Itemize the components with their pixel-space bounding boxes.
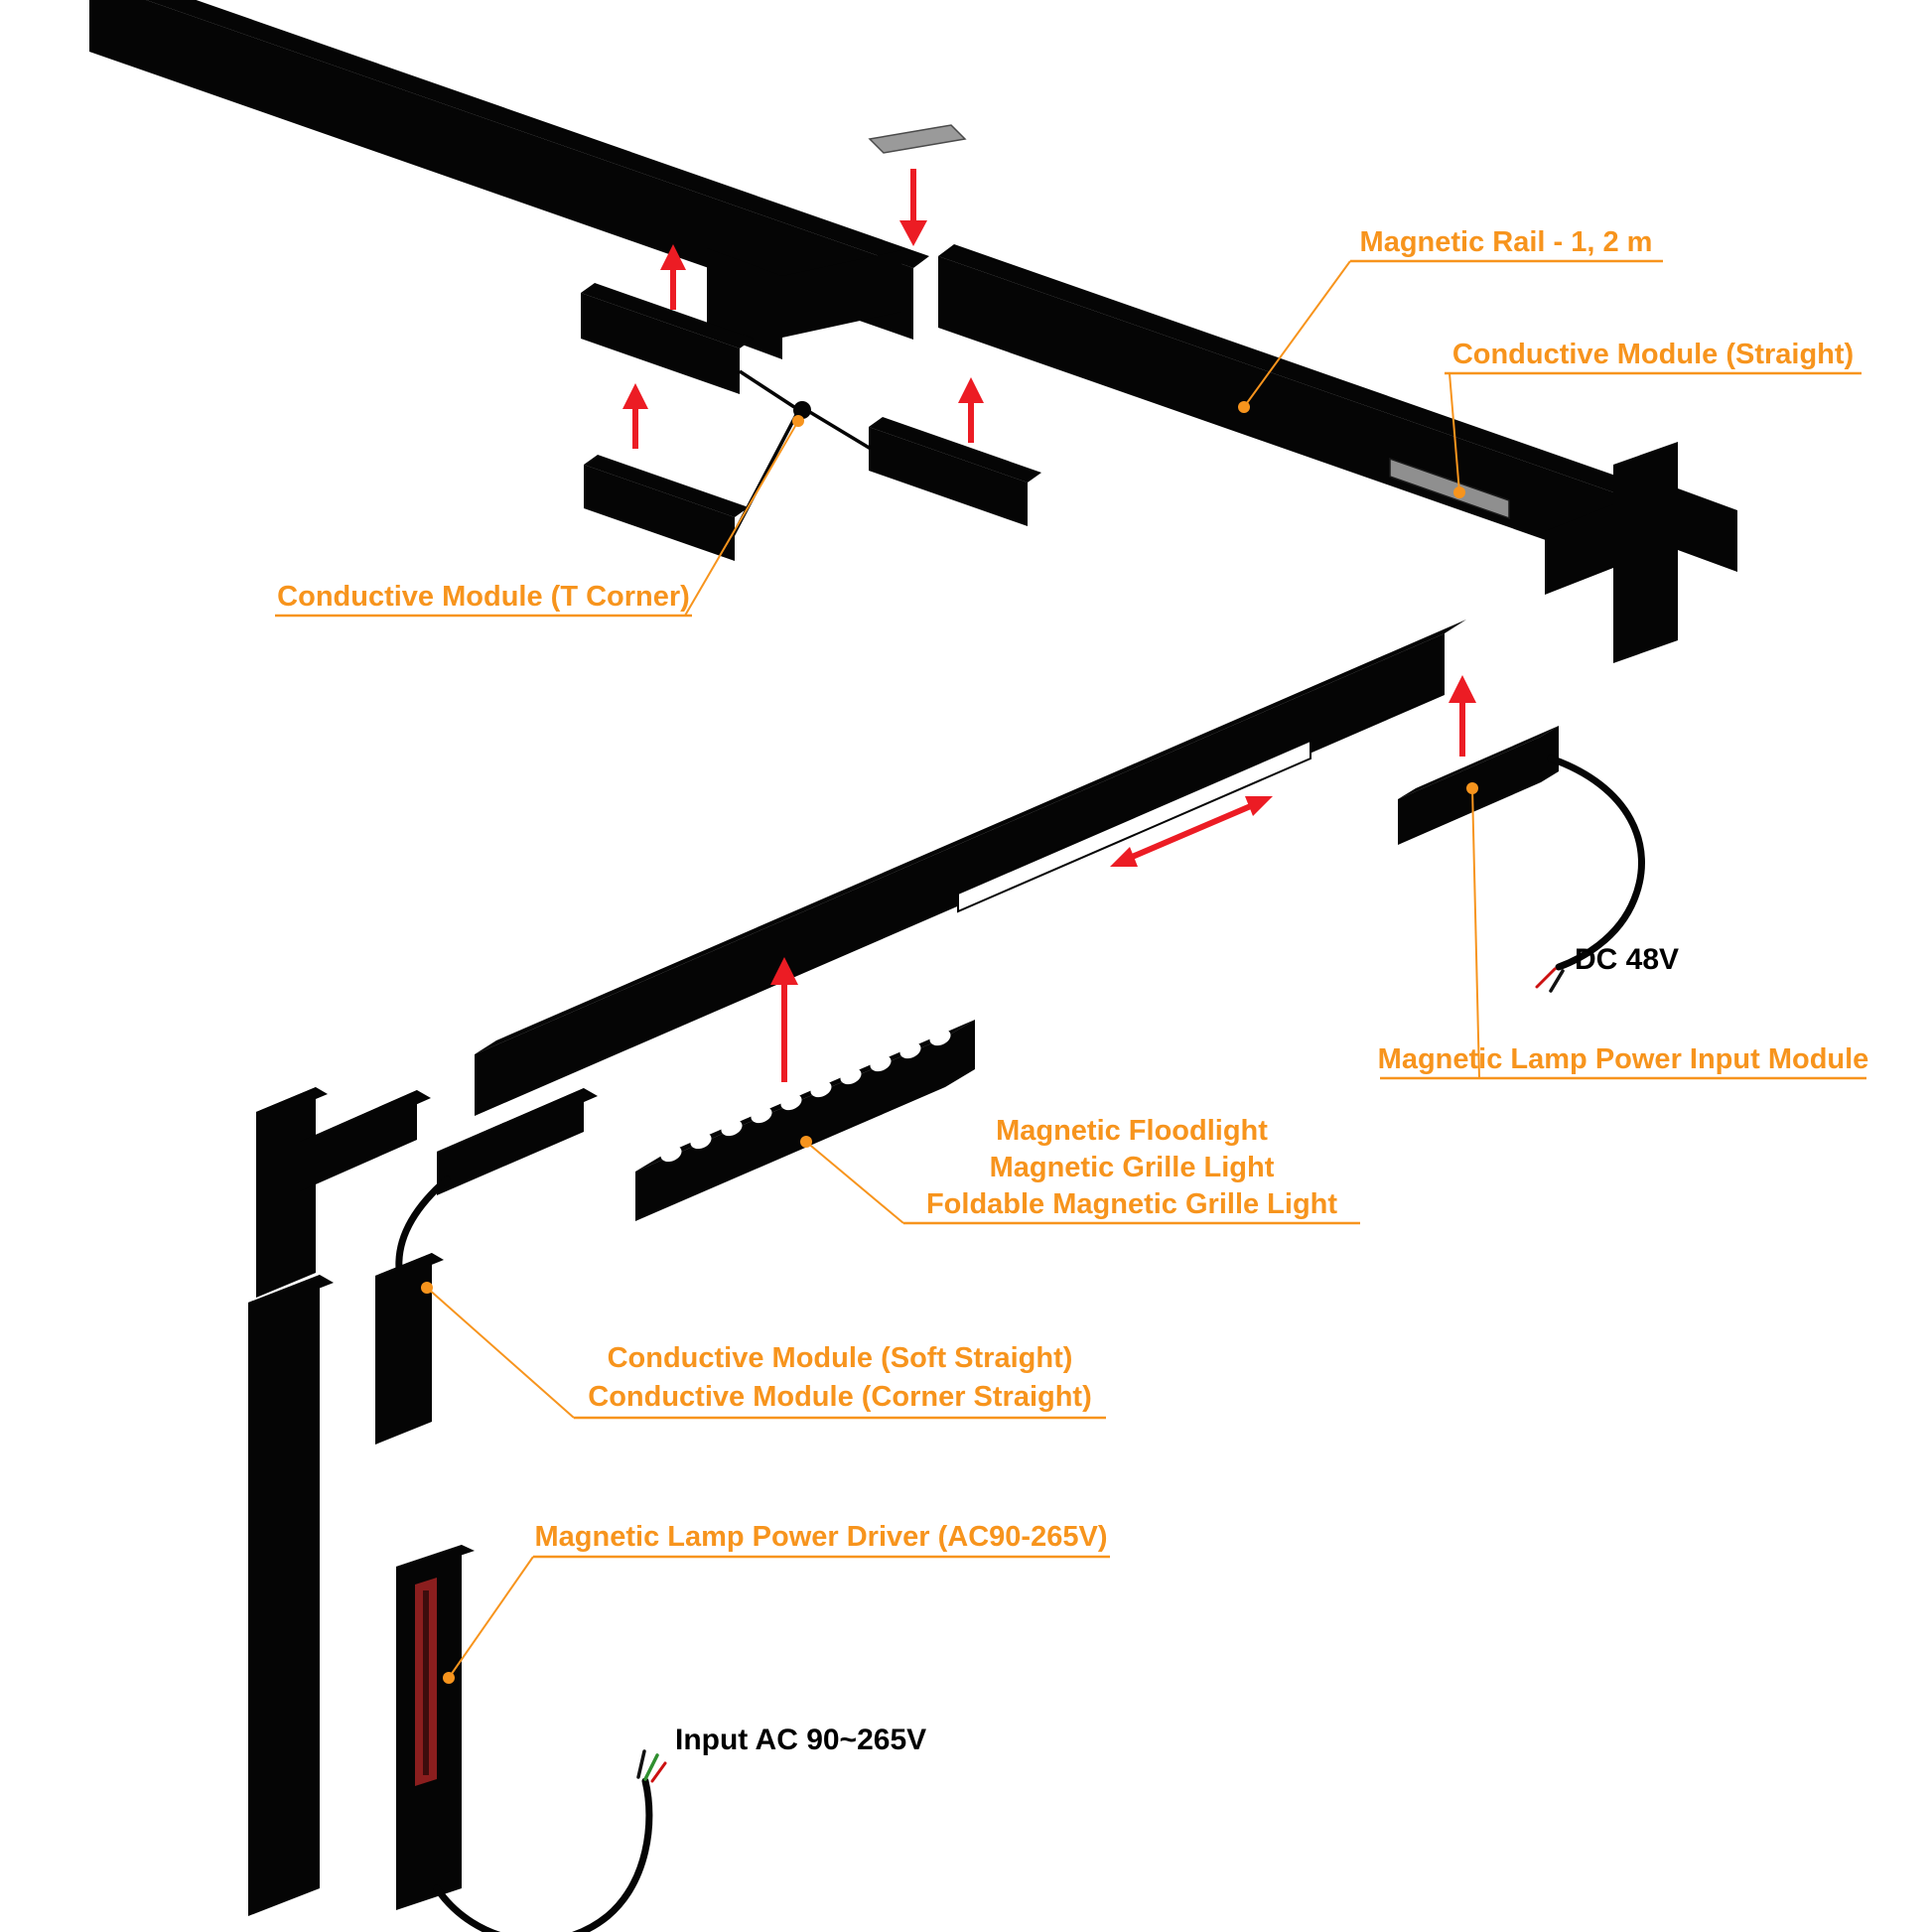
label-ac-input: Input AC 90~265V bbox=[675, 1724, 927, 1756]
magnetic-rail-vertical bbox=[248, 1275, 334, 1916]
callout-lines bbox=[275, 259, 1866, 1684]
label-conductive-module-soft-straight: Conductive Module (Soft Straight) bbox=[607, 1342, 1073, 1374]
label-conductive-module-corner-straight: Conductive Module (Corner Straight) bbox=[588, 1381, 1092, 1413]
label-conductive-soft: Conductive Module (Soft Straight) Conduc… bbox=[588, 1339, 1092, 1417]
label-magnetic-rail: Magnetic Rail - 1, 2 m bbox=[1359, 226, 1653, 258]
arrow-up-icon bbox=[1449, 675, 1476, 757]
magnetic-rail-middle bbox=[475, 620, 1466, 1116]
corner-connector bbox=[256, 1087, 431, 1298]
mount-plate bbox=[868, 124, 967, 154]
label-conductive-module-t-corner: Conductive Module (T Corner) bbox=[277, 581, 690, 613]
label-magnetic-floodlight: Magnetic Floodlight bbox=[996, 1115, 1268, 1147]
magnetic-grille-light bbox=[635, 1020, 975, 1221]
arrow-up-icon bbox=[660, 244, 686, 310]
label-magnetic-grille-light: Magnetic Grille Light bbox=[989, 1152, 1275, 1183]
label-dc-voltage: DC 48V bbox=[1575, 943, 1680, 976]
label-power-driver: Magnetic Lamp Power Driver (AC90-265V) bbox=[534, 1521, 1108, 1553]
arrow-up-icon bbox=[958, 377, 984, 443]
magnetic-rail-top-right-segment bbox=[938, 244, 1664, 576]
label-power-input-module: Magnetic Lamp Power Input Module bbox=[1377, 1043, 1869, 1075]
t-corner-module bbox=[581, 283, 1041, 561]
label-lights: Magnetic Floodlight Magnetic Grille Ligh… bbox=[926, 1113, 1337, 1223]
arrow-slide-icon bbox=[1110, 796, 1273, 867]
magnetic-rail-top-left-segment bbox=[89, 0, 929, 359]
arrow-up-icon bbox=[622, 383, 648, 449]
label-conductive-module-straight: Conductive Module (Straight) bbox=[1451, 339, 1855, 370]
arrow-up-icon bbox=[770, 957, 798, 1082]
arrow-down-icon bbox=[899, 169, 927, 246]
cross-connector bbox=[1545, 442, 1737, 663]
soft-straight-module bbox=[375, 1088, 598, 1445]
power-driver bbox=[396, 1545, 667, 1932]
label-foldable-magnetic-grille-light: Foldable Magnetic Grille Light bbox=[925, 1188, 1338, 1220]
